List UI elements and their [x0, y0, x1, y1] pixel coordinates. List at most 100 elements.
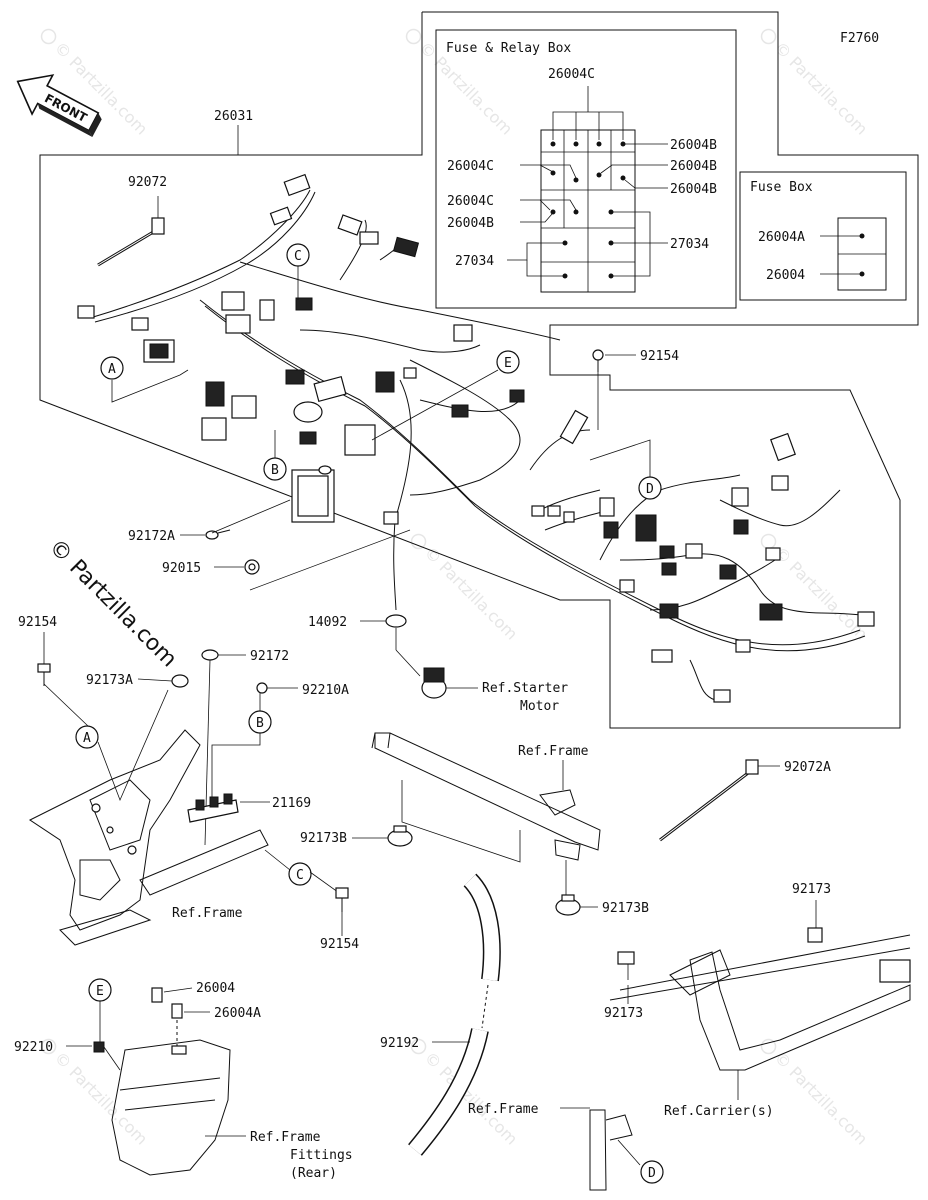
callout-label: E: [96, 984, 104, 999]
fuse-relay-box-title: Fuse & Relay Box: [446, 41, 571, 56]
callout-label: A: [83, 731, 91, 746]
ref-frame: Ref.Frame: [468, 1102, 539, 1117]
fuse-label: 26004B: [670, 138, 717, 153]
part-labels: 26031 92072 92154 92172A 92015 14092 921…: [14, 109, 831, 1055]
ref-carriers: Ref.Carrier(s): [664, 1104, 774, 1119]
callout-label: C: [294, 249, 302, 264]
frame-rail-middle: [371, 732, 601, 916]
part-label-26031: 26031: [214, 109, 253, 124]
part-label-92210: 92210: [14, 1040, 53, 1055]
watermark-logo: © Partzilla.com: [760, 1038, 872, 1149]
ref-frame: Ref.Frame: [172, 906, 243, 921]
callout-a: A: [75, 725, 99, 749]
fuse-label: 26004A: [758, 230, 805, 245]
callout-d: D: [638, 476, 662, 500]
callout-label: D: [648, 1166, 656, 1181]
fuse-label: 26004C: [447, 159, 494, 174]
watermark-text: © Partzilla.com: [51, 1048, 152, 1149]
ref-frame-fittings: Ref.Frame: [250, 1130, 321, 1145]
part-label-92154: 92154: [320, 937, 359, 952]
callout-label: E: [504, 356, 512, 371]
part-label-92192: 92192: [380, 1036, 419, 1051]
callout-a: A: [100, 356, 124, 380]
fuse-box-inset: Fuse Box 26004A 26004: [739, 171, 907, 301]
callout-b: B: [263, 457, 287, 481]
fuse-relay-box-inset: Fuse & Relay Box: [435, 29, 737, 309]
part-label-92072a: 92072A: [784, 760, 831, 775]
ref-starter-motor-line2: Motor: [520, 699, 559, 714]
part-label-92015: 92015: [162, 561, 201, 576]
watermark-logo: © Partzilla.com: [410, 533, 522, 644]
callouts: A B C D E A B C E D: [75, 243, 664, 1184]
nut-92210a: [256, 682, 268, 694]
clamp-92173b: [387, 825, 413, 847]
callout-c: C: [286, 243, 310, 267]
fuse-26004: [151, 987, 163, 1003]
harness-group-outline: [39, 11, 919, 729]
ref-frame-fittings-line2: Fittings: [290, 1148, 353, 1163]
fuse-box-title: Fuse Box: [750, 180, 813, 195]
clamp-21169: [187, 793, 239, 823]
callout-e: E: [88, 978, 112, 1002]
fuse-label: 26004B: [447, 216, 494, 231]
fuse-dots: [550, 141, 626, 279]
clamp-92173b: [555, 894, 581, 916]
small-parts: [205, 349, 604, 699]
watermark-text: © Partzilla.com: [771, 38, 872, 139]
part-label-92072: 92072: [128, 175, 167, 190]
callout-label: B: [271, 463, 279, 478]
ref-starter-motor: Ref.Starter: [482, 681, 568, 696]
callout-e: E: [496, 350, 520, 374]
tube-92192: [408, 873, 501, 1156]
ref-frame-fittings-line3: (Rear): [290, 1166, 337, 1181]
part-label-92173: 92173: [792, 882, 831, 897]
fuse-label: 26004C: [447, 194, 494, 209]
copyright-watermark: © Partzilla.com: [44, 535, 182, 673]
part-label-92210a: 92210A: [302, 683, 349, 698]
callout-label: C: [296, 868, 304, 883]
callout-label: D: [646, 482, 654, 497]
nut-92015: [244, 559, 260, 575]
harness-connectors: [77, 173, 875, 703]
fuse-label: 26004B: [670, 159, 717, 174]
callout-label: B: [256, 716, 264, 731]
part-label-26004: 26004: [196, 981, 235, 996]
relay-label: 27034: [670, 237, 709, 252]
part-label-92154: 92154: [18, 615, 57, 630]
starter-connector: [421, 667, 447, 699]
part-label-92173a: 92173A: [86, 673, 133, 688]
frame-post: [560, 1107, 633, 1191]
callout-c: C: [288, 862, 312, 886]
figure-code: F2760: [840, 31, 879, 46]
clip-92173a: [171, 674, 189, 688]
callout-b: B: [248, 710, 272, 734]
watermark-text: © Partzilla.com: [771, 1048, 872, 1149]
bolt-92154: [592, 349, 604, 430]
part-label-14092: 14092: [308, 615, 347, 630]
ref-frame: Ref.Frame: [518, 744, 589, 759]
watermark-logo: © Partzilla.com: [760, 533, 872, 644]
clip-92173: [617, 927, 823, 965]
bolt-92154: [37, 663, 51, 686]
watermark-text: © Partzilla.com: [421, 543, 522, 644]
callout-leaders: [43, 266, 651, 1166]
part-label-26004a: 26004A: [214, 1006, 261, 1021]
part-label-92172a: 92172A: [128, 529, 175, 544]
part-label-21169: 21169: [272, 796, 311, 811]
part-label-92173b: 92173B: [300, 831, 347, 846]
cable-tie-92072a: [659, 759, 759, 842]
callout-label: A: [108, 362, 116, 377]
fuse-label: 26004C: [548, 67, 595, 82]
cable-tie-92072: [97, 196, 165, 267]
fuse-label: 26004: [766, 268, 805, 283]
frame-bracket-left: [29, 649, 349, 946]
callout-d: D: [640, 1160, 664, 1184]
watermark-text: © Partzilla.com: [771, 543, 872, 644]
fuse-label: 26004B: [670, 182, 717, 197]
rear-fittings: [93, 987, 231, 1176]
part-label-92172: 92172: [250, 649, 289, 664]
grommet-14092: [385, 614, 407, 628]
bolt-92154: [335, 887, 349, 912]
part-label-92154: 92154: [640, 349, 679, 364]
